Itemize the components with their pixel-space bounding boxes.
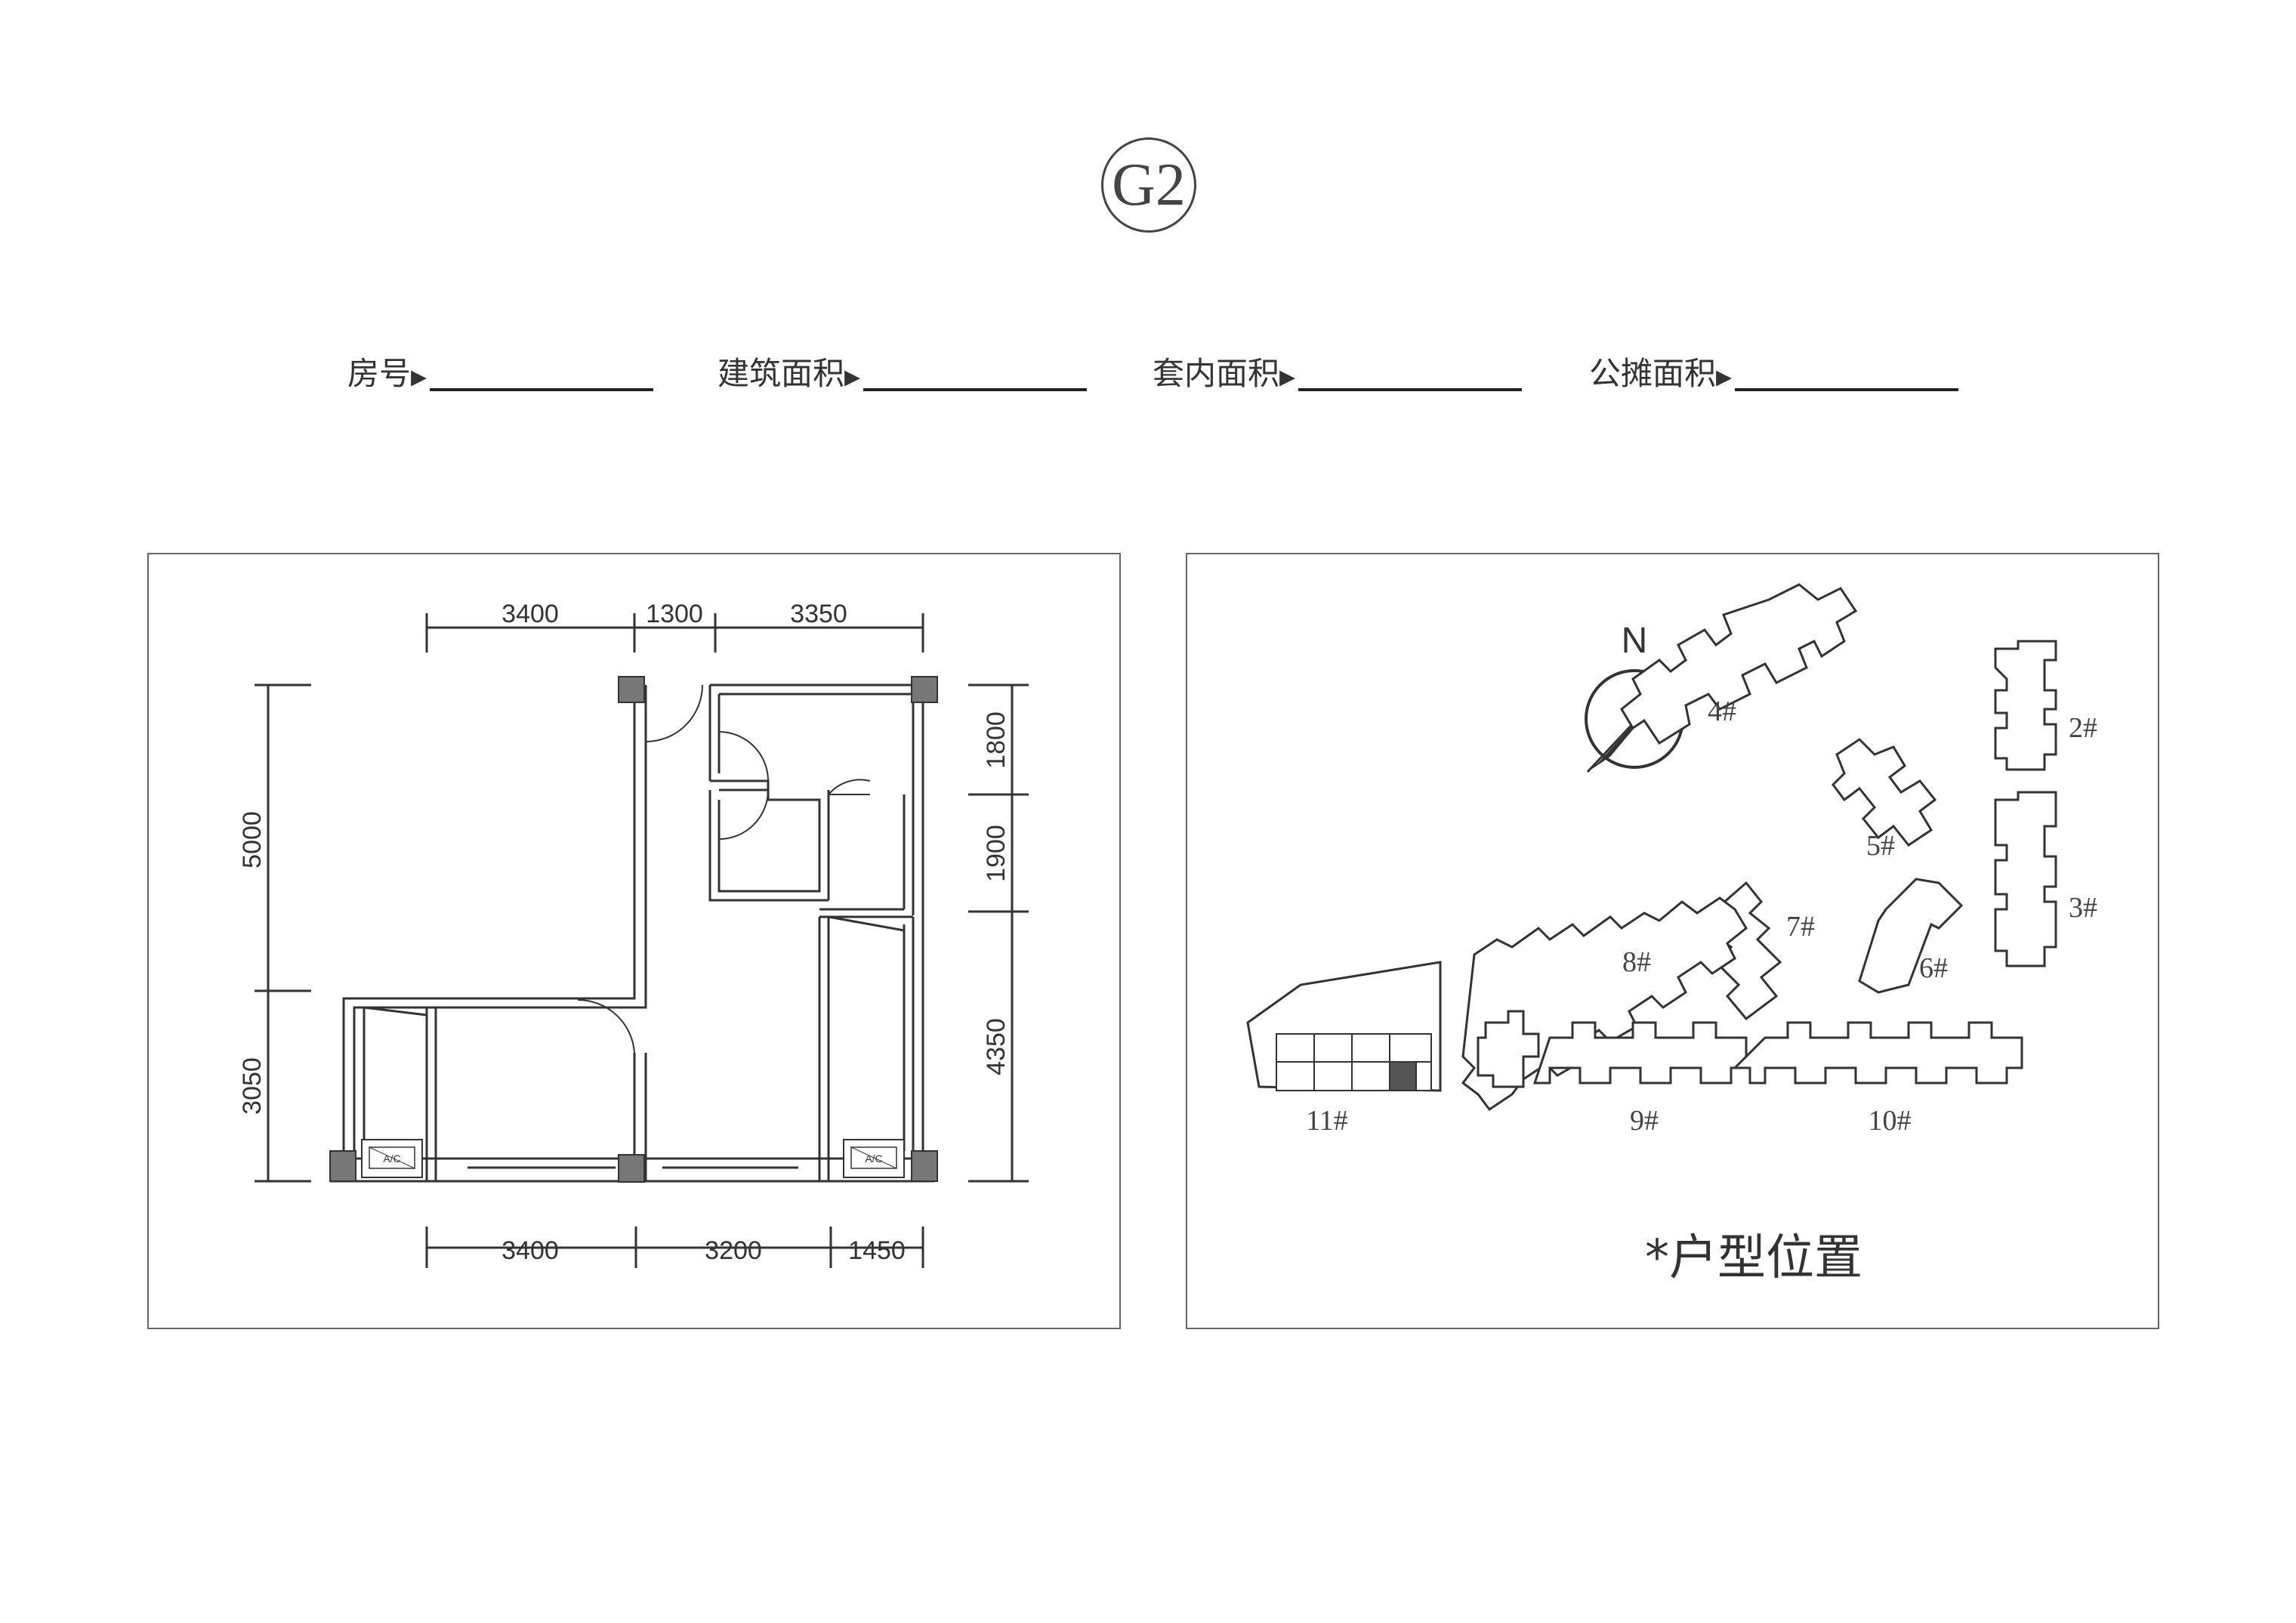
bottom-dim-3: 1450 bbox=[848, 1236, 906, 1265]
building-6 bbox=[1858, 878, 1964, 994]
shared-area-field[interactable]: 公摊面积 ▸ bbox=[1589, 349, 1959, 394]
building-11-grid bbox=[1276, 1033, 1432, 1091]
building-label-10: 10# bbox=[1869, 1105, 1912, 1137]
site-plan-title: *户型位置 bbox=[1645, 1230, 1862, 1286]
room-number-blank[interactable] bbox=[430, 388, 654, 391]
building-label-7: 7# bbox=[1786, 911, 1815, 943]
right-dim-3: 4350 bbox=[982, 1018, 1011, 1075]
bottom-dim-2: 3200 bbox=[705, 1236, 762, 1265]
site-plan-panel: N bbox=[1186, 553, 2159, 1329]
ac-unit-left: A/C bbox=[361, 1139, 423, 1178]
right-dim-2: 1900 bbox=[982, 825, 1011, 882]
walls bbox=[330, 683, 934, 1183]
doors bbox=[577, 684, 871, 1054]
building-label-5: 5# bbox=[1866, 830, 1895, 862]
building-label-8: 8# bbox=[1622, 946, 1651, 978]
building-10 bbox=[1732, 1021, 2023, 1085]
building-3 bbox=[1994, 791, 2057, 967]
building-label-4: 4# bbox=[1708, 696, 1736, 727]
gross-area-blank[interactable] bbox=[863, 388, 1088, 391]
svg-text:A/C: A/C bbox=[865, 1152, 882, 1165]
arrow-icon: ▸ bbox=[1716, 357, 1733, 394]
site-buildings bbox=[1246, 583, 2057, 1112]
gross-area-field[interactable]: 建筑面积 ▸ bbox=[718, 349, 1088, 394]
building-label-9: 9# bbox=[1630, 1105, 1659, 1137]
building-2 bbox=[1994, 640, 2057, 771]
inner-area-field[interactable]: 套内面积 ▸ bbox=[1153, 349, 1523, 394]
building-label-3: 3# bbox=[2069, 892, 2097, 924]
left-dim-1: 5000 bbox=[238, 811, 267, 869]
shared-area-blank[interactable] bbox=[1735, 388, 1959, 391]
top-dim-1: 3400 bbox=[501, 600, 559, 628]
unit-type-badge: G2 bbox=[1101, 137, 1196, 233]
svg-text:A/C: A/C bbox=[383, 1152, 400, 1165]
gross-area-label: 建筑面积 bbox=[718, 355, 845, 392]
building-9 bbox=[1532, 1021, 1748, 1085]
ac-unit-right: A/C bbox=[843, 1139, 905, 1178]
building-label-6: 6# bbox=[1919, 952, 1948, 984]
arrow-icon: ▸ bbox=[844, 357, 861, 394]
site-plan-drawing: N bbox=[1246, 583, 2097, 1137]
floor-plan-drawing: 3400 1300 3350 3400 3200 1450 5000 3050 … bbox=[238, 600, 1029, 1268]
top-dim-3: 3350 bbox=[790, 600, 847, 628]
dimension-lines bbox=[255, 613, 1029, 1268]
floor-plan-panel: 3400 1300 3350 3400 3200 1450 5000 3050 … bbox=[147, 553, 1121, 1329]
inner-area-label: 套内面积 bbox=[1153, 355, 1280, 392]
shared-area-label: 公摊面积 bbox=[1589, 355, 1717, 392]
bottom-dim-1: 3400 bbox=[501, 1236, 559, 1265]
building-label-2: 2# bbox=[2069, 712, 2097, 744]
unit-highlight-marker bbox=[1389, 1061, 1417, 1091]
inner-area-blank[interactable] bbox=[1298, 388, 1523, 391]
arrow-icon: ▸ bbox=[1279, 357, 1296, 394]
left-dim-2: 3050 bbox=[238, 1057, 267, 1115]
right-dim-1: 1800 bbox=[982, 711, 1011, 769]
building-9-wing bbox=[1477, 1010, 1540, 1088]
top-dim-2: 1300 bbox=[646, 600, 703, 628]
room-number-label: 房号 bbox=[347, 355, 412, 392]
building-5 bbox=[1832, 738, 1937, 847]
room-number-field[interactable]: 房号 ▸ bbox=[347, 349, 654, 394]
building-4 bbox=[1620, 583, 1858, 745]
unit-type-label: G2 bbox=[1112, 151, 1186, 218]
arrow-icon: ▸ bbox=[411, 357, 427, 394]
structural-columns bbox=[329, 676, 938, 1183]
north-label: N bbox=[1622, 621, 1648, 661]
building-label-11: 11# bbox=[1306, 1105, 1348, 1137]
